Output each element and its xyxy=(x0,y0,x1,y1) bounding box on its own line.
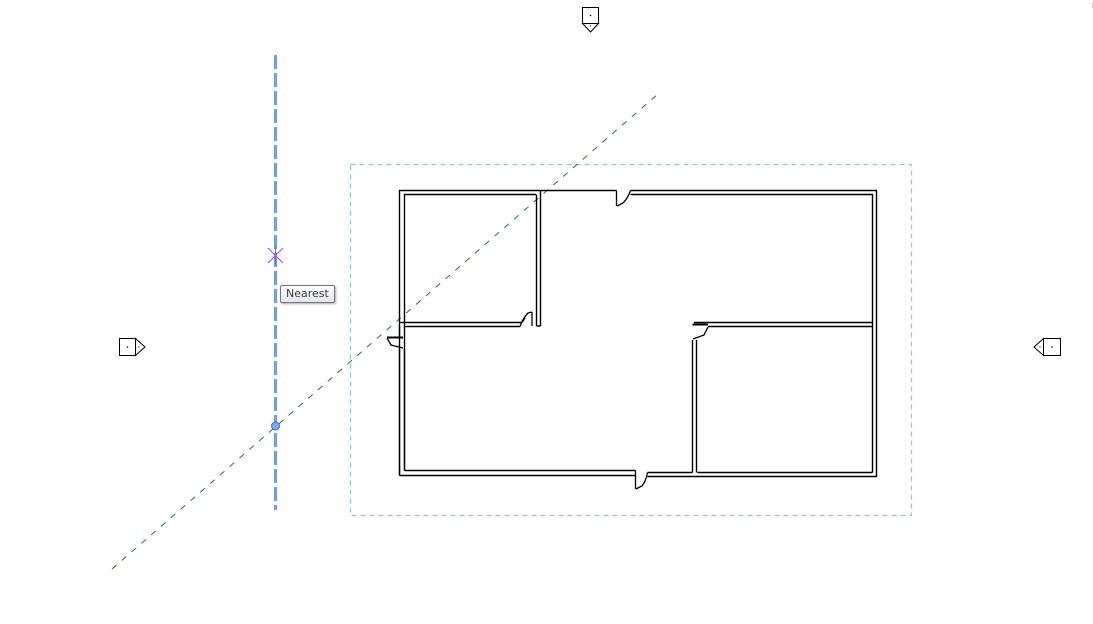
elevation-marker-west[interactable] xyxy=(119,337,146,357)
floor-plan-walls[interactable] xyxy=(398,189,878,478)
crop-region-boundary[interactable] xyxy=(349,163,913,517)
elevation-marker-east[interactable] xyxy=(1033,337,1061,357)
door-right-room[interactable] xyxy=(692,323,709,340)
line-grip-handle[interactable] xyxy=(271,421,280,431)
reference-line-diagonal[interactable] xyxy=(111,93,659,570)
door-top-left-room[interactable] xyxy=(519,311,533,327)
door-top[interactable] xyxy=(615,190,632,207)
snap-tooltip: Nearest xyxy=(280,285,335,303)
door-left-exterior[interactable] xyxy=(386,326,406,476)
elevation-marker-north[interactable] xyxy=(581,7,600,33)
nearest-snap-icon xyxy=(267,246,284,265)
door-bottom[interactable] xyxy=(634,470,649,490)
